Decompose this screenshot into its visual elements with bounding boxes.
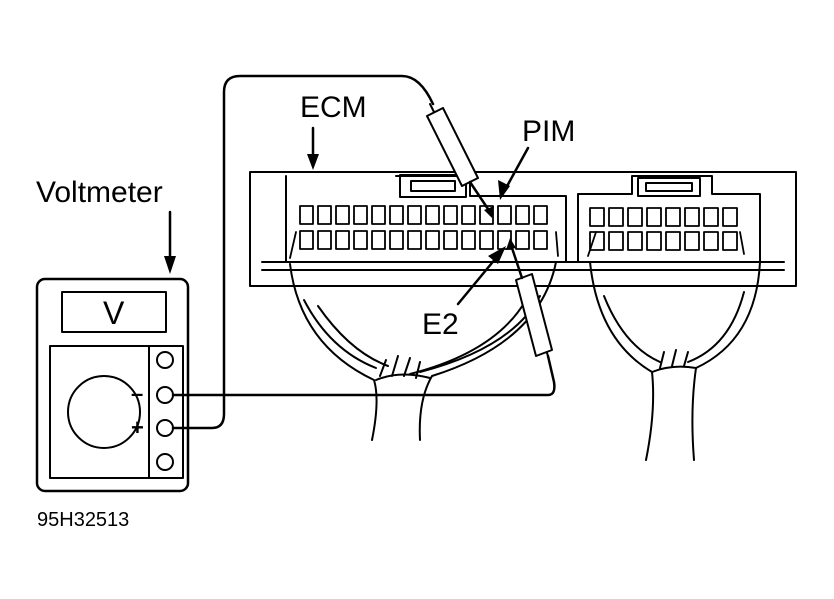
pim-label: PIM bbox=[522, 115, 576, 148]
voltmeter-body bbox=[35, 277, 190, 493]
voltmeter-dial bbox=[67, 375, 141, 449]
e2-arrow bbox=[456, 246, 506, 306]
left-harness bbox=[289, 261, 557, 441]
terminal-top bbox=[156, 351, 174, 369]
lead-wires bbox=[171, 74, 556, 430]
ecm-housing bbox=[249, 171, 797, 287]
pim-arrow bbox=[498, 146, 530, 200]
terminal-plus bbox=[156, 419, 174, 437]
voltmeter-display-unit: V bbox=[103, 295, 125, 331]
terminal-minus bbox=[156, 386, 174, 404]
ecm-arrow bbox=[307, 126, 319, 170]
ecm-label: ECM bbox=[300, 91, 367, 124]
figure-code: 95H32513 bbox=[37, 509, 130, 531]
voltmeter-arrow bbox=[164, 210, 176, 274]
plus-symbol: + bbox=[131, 415, 144, 440]
minus-symbol: – bbox=[131, 381, 144, 406]
terminal-bottom bbox=[156, 453, 174, 471]
left-connector-pins bbox=[289, 205, 559, 259]
e2-label: E2 bbox=[422, 308, 459, 341]
right-harness bbox=[589, 261, 761, 461]
probe-e2 bbox=[506, 238, 553, 357]
probe-pim bbox=[426, 103, 494, 218]
right-connector-pins bbox=[587, 207, 745, 257]
voltmeter-label: Voltmeter bbox=[36, 176, 163, 209]
